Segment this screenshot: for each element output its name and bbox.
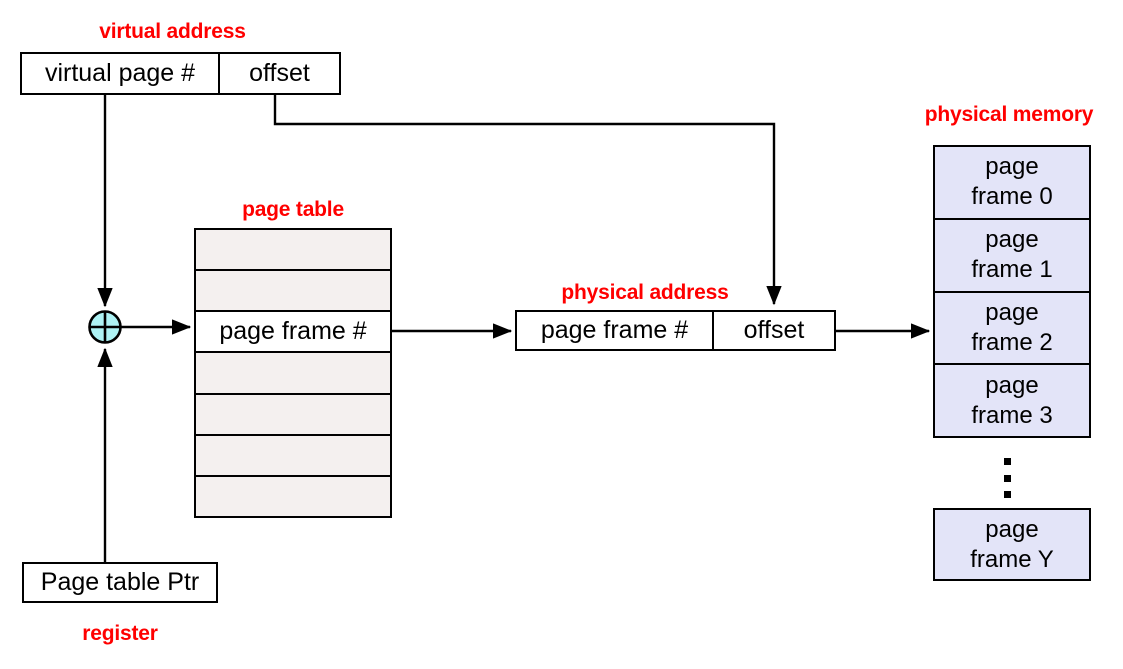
page-frame-2-line2: frame 2	[971, 328, 1053, 356]
physical-address-box: page frame # offset	[515, 310, 836, 351]
page-table-row	[196, 230, 390, 272]
label-page-table: page table	[242, 198, 344, 221]
label-physical-memory: physical memory	[924, 103, 1094, 126]
page-frame-1: page frame 1	[935, 219, 1089, 293]
page-table-row	[196, 353, 390, 395]
page-table: page frame #	[194, 228, 392, 518]
virtual-address-offset-field: offset	[249, 59, 310, 87]
page-table-row	[196, 476, 390, 516]
physical-page-frame-number-field: page frame #	[517, 312, 714, 349]
label-virtual-address: virtual address	[99, 20, 246, 43]
page-frame-3: page frame 3	[935, 365, 1089, 436]
vertical-ellipsis-icon	[1004, 458, 1012, 498]
address-adder-circle	[88, 310, 122, 344]
page-frame-2-line1: page	[985, 298, 1039, 326]
page-frame-0-line1: page	[985, 153, 1039, 181]
virtual-address-box: virtual page # offset	[20, 52, 341, 95]
label-register: register	[82, 622, 158, 645]
page-frame-1-line2: frame 1	[971, 256, 1053, 284]
page-frame-0: page frame 0	[935, 147, 1089, 220]
page-table-row	[196, 435, 390, 477]
page-table-row	[196, 394, 390, 436]
page-frame-y-line1: page	[985, 515, 1039, 543]
page-frame-2: page frame 2	[935, 292, 1089, 366]
page-table-row	[196, 271, 390, 313]
page-frame-3-line1: page	[985, 371, 1039, 399]
page-frame-y: page frame Y	[933, 508, 1091, 581]
physical-address-offset-field: offset	[743, 316, 805, 344]
virtual-page-number-field: virtual page #	[22, 54, 220, 93]
page-frame-1-line1: page	[985, 226, 1039, 254]
page-frame-y-line2: frame Y	[970, 545, 1054, 573]
label-physical-address: physical address	[561, 281, 729, 304]
page-table-row-selected: page frame #	[196, 312, 390, 354]
page-frame-0-line2: frame 0	[971, 183, 1053, 211]
page-table-ptr-register: Page table Ptr	[22, 562, 218, 603]
physical-memory-stack: page frame 0 page frame 1 page frame 2 p…	[933, 145, 1091, 438]
page-frame-3-line2: frame 3	[971, 401, 1053, 429]
